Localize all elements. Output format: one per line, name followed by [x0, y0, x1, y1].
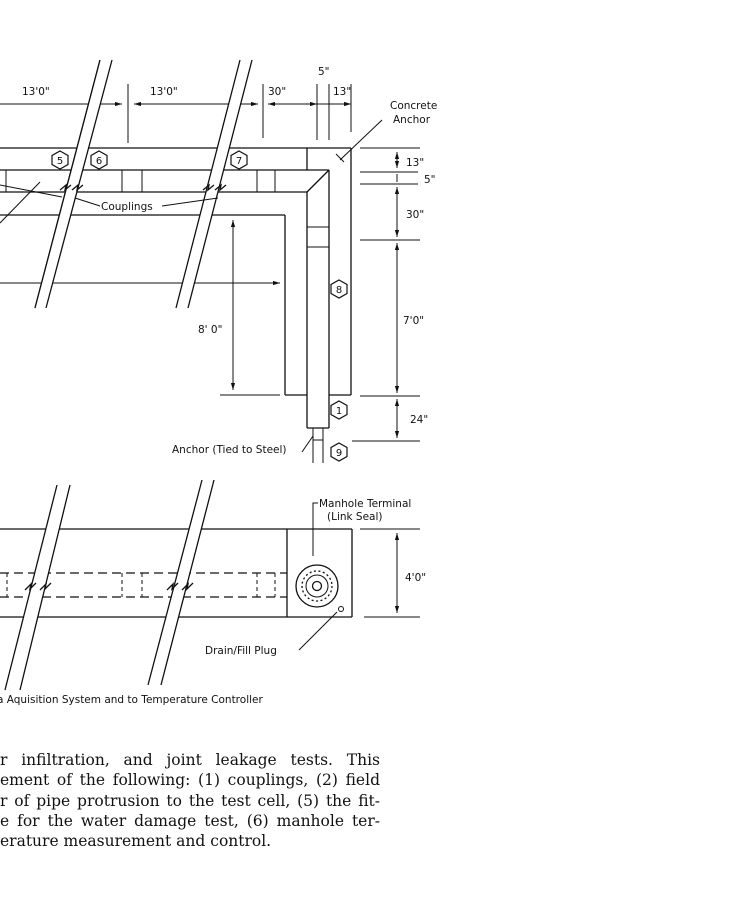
paragraph-line: erature measurement and control.: [0, 832, 272, 851]
anchor-tied-callout: Anchor (Tied to Steel): [172, 435, 314, 456]
dim-right-24in: 24": [410, 414, 428, 426]
break-symbol: [59, 183, 84, 192]
drain-callout: Drain/Fill Plug: [205, 611, 338, 657]
dim-13ft-a: 13'0": [22, 86, 50, 98]
paragraph-line: ement of the following: (1) couplings, (…: [0, 771, 380, 790]
body-paragraph: r infiltration, and joint leakage tests.…: [0, 750, 380, 851]
dim-right-30in: 30": [406, 209, 424, 221]
dim-right-7ft: 7'0": [403, 315, 424, 327]
concrete-anchor-label-2: Anchor: [393, 114, 431, 126]
svg-text:7: 7: [236, 156, 242, 167]
paragraph-line: e for the water damage test, (6) manhole…: [0, 811, 380, 830]
dim-13in: 13": [333, 86, 351, 98]
dim-4ft: 4'0": [405, 572, 426, 584]
drain-label: Drain/Fill Plug: [205, 645, 277, 657]
marker-6: 6: [90, 150, 108, 170]
depth-dimension: 8' 0": [198, 220, 280, 396]
manhole-label-2: (Link Seal): [327, 511, 383, 523]
manhole-callout: Manhole Terminal (Link Seal): [312, 498, 411, 556]
marker-7: 7: [230, 150, 248, 170]
dim-right-13in: 13": [406, 157, 424, 169]
manhole-terminal-seal: [295, 564, 339, 608]
break-symbol: [202, 183, 227, 192]
svg-text:9: 9: [336, 448, 342, 459]
dim-8ft: 8' 0": [198, 324, 222, 336]
marker-8: 8: [330, 279, 348, 299]
concrete-anchor-label-1: Concrete: [390, 100, 437, 112]
svg-text:1: 1: [336, 406, 342, 417]
sloped-pipes-upper: [34, 59, 253, 309]
right-dimension-chain: 13" 5" 30" 7'0" 24": [352, 147, 436, 442]
svg-text:8: 8: [336, 285, 342, 296]
couplings-callout: Couplings: [74, 197, 219, 213]
dim-30in: 30": [268, 86, 286, 98]
concrete-anchor-callout: Concrete Anchor: [335, 100, 437, 163]
upper-test-cell: [0, 147, 352, 463]
top-dimension-chain: 13'0" 13'0" 30" 5" 13": [0, 66, 352, 143]
svg-text:6: 6: [96, 156, 102, 167]
paragraph-line: r of pipe protrusion to the test cell, (…: [0, 791, 380, 810]
manhole-label-1: Manhole Terminal: [319, 498, 411, 510]
drain-plug: [338, 606, 344, 612]
marker-5: 5: [51, 150, 69, 170]
dim-right-5in: 5": [424, 174, 436, 186]
marker-9: 9: [330, 442, 348, 462]
figure-caption-fragment: a Aquisition System and to Temperature C…: [0, 694, 263, 706]
paragraph-line: r infiltration, and joint leakage tests.…: [0, 751, 380, 769]
svg-text:5: 5: [57, 156, 63, 167]
dim-5in: 5": [318, 66, 330, 78]
width-dimension: 4'0": [360, 528, 426, 618]
couplings-label: Couplings: [101, 201, 153, 213]
dim-13ft-b: 13'0": [150, 86, 178, 98]
item-markers: 5 6 7 8 1 9: [51, 150, 348, 462]
anchor-tied-label: Anchor (Tied to Steel): [172, 444, 287, 456]
marker-1: 1: [330, 400, 348, 420]
lower-test-cell: [0, 479, 353, 691]
